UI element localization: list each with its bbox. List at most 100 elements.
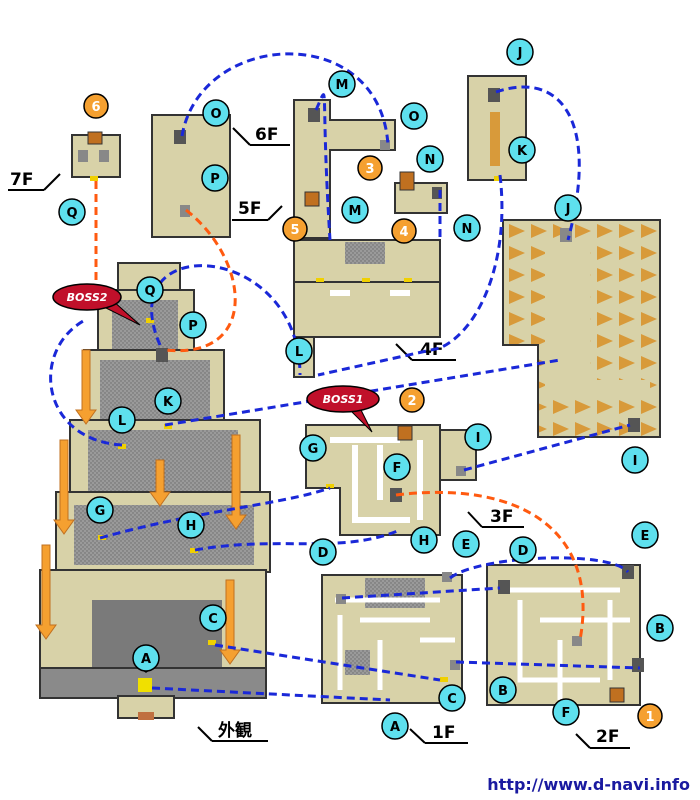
marker-E2[interactable] xyxy=(631,521,659,549)
marker-F2[interactable] xyxy=(552,698,580,726)
svg-text:B: B xyxy=(498,684,508,699)
svg-text:F: F xyxy=(562,706,571,721)
marker-G2[interactable] xyxy=(86,496,114,524)
location-markers xyxy=(58,38,674,740)
floor-label-7f: 7F xyxy=(10,170,33,190)
svg-text:Q: Q xyxy=(66,206,77,221)
svg-text:C: C xyxy=(447,692,457,707)
drop-arrows xyxy=(35,349,247,665)
floor-5f-map xyxy=(293,99,448,239)
floor-3f-map xyxy=(305,424,477,536)
marker-E1[interactable] xyxy=(452,530,480,558)
svg-text:Q: Q xyxy=(144,284,155,299)
boss-label-2: BOSS2 xyxy=(67,291,108,304)
boss-label-1: BOSS1 xyxy=(323,393,364,406)
svg-text:F: F xyxy=(393,461,402,476)
marker-J1[interactable] xyxy=(506,38,534,66)
svg-text:N: N xyxy=(425,153,436,168)
source-url[interactable]: http://www.d-navi.info xyxy=(487,775,690,794)
marker-M1[interactable] xyxy=(328,70,356,98)
marker-L1[interactable] xyxy=(285,337,313,365)
svg-text:J: J xyxy=(565,202,571,217)
boss-marker-2[interactable]: BOSS2 xyxy=(52,283,141,326)
svg-text:G: G xyxy=(308,442,319,457)
marker-F1[interactable] xyxy=(383,453,411,481)
marker-O2[interactable] xyxy=(400,102,428,130)
svg-text:H: H xyxy=(186,519,197,534)
marker-G1[interactable] xyxy=(299,434,327,462)
marker-I2[interactable] xyxy=(621,446,649,474)
marker-K1[interactable] xyxy=(508,136,536,164)
svg-text:G: G xyxy=(95,504,106,519)
svg-text:5: 5 xyxy=(290,223,299,238)
svg-text:P: P xyxy=(210,172,220,187)
svg-text:P: P xyxy=(188,319,198,334)
treasure-marker-1[interactable] xyxy=(637,703,663,729)
svg-text:3: 3 xyxy=(365,162,374,177)
svg-text:N: N xyxy=(462,222,473,237)
svg-text:K: K xyxy=(517,144,528,159)
floor-label-3f: 3F xyxy=(490,507,513,527)
marker-B2[interactable] xyxy=(489,676,517,704)
floor-4f-tower xyxy=(467,75,527,181)
marker-L2[interactable] xyxy=(108,406,136,434)
svg-text:O: O xyxy=(408,110,419,125)
marker-C1[interactable] xyxy=(199,604,227,632)
marker-M2[interactable] xyxy=(341,196,369,224)
treasure-marker-4[interactable] xyxy=(391,218,417,244)
marker-N1[interactable] xyxy=(416,145,444,173)
treasure-marker-6[interactable] xyxy=(83,93,109,119)
svg-text:I: I xyxy=(476,431,481,446)
svg-text:1: 1 xyxy=(645,710,654,725)
svg-text:4: 4 xyxy=(399,225,408,240)
svg-text:M: M xyxy=(336,78,349,93)
location-marker-labels: A A B B C C D D E E F F G G H H I I J J … xyxy=(66,46,664,735)
treasure-marker-3[interactable] xyxy=(357,155,383,181)
floor-7f-map xyxy=(71,131,121,181)
floor-4f-map xyxy=(293,239,441,378)
svg-text:E: E xyxy=(641,529,650,544)
svg-text:6: 6 xyxy=(91,100,100,115)
treasure-marker-5[interactable] xyxy=(282,216,308,242)
marker-I1[interactable] xyxy=(464,423,492,451)
marker-K2[interactable] xyxy=(154,387,182,415)
floor-label-6f: 6F xyxy=(255,125,278,145)
boss-marker-1[interactable]: BOSS1 xyxy=(306,385,380,433)
marker-D1[interactable] xyxy=(309,538,337,566)
svg-text:H: H xyxy=(419,534,430,549)
svg-text:L: L xyxy=(118,414,126,429)
floor-1f-map xyxy=(321,572,463,704)
marker-C2[interactable] xyxy=(438,684,466,712)
treasure-markers xyxy=(83,93,663,729)
floor-label-5f: 5F xyxy=(238,199,261,219)
marker-O1[interactable] xyxy=(202,99,230,127)
marker-A1[interactable] xyxy=(132,644,160,673)
svg-text:D: D xyxy=(518,544,529,559)
floor-label-2f: 2F xyxy=(596,727,619,747)
svg-text:J: J xyxy=(517,46,523,61)
marker-N2[interactable] xyxy=(453,214,481,242)
marker-Q2[interactable] xyxy=(136,276,164,304)
treasure-marker-2[interactable] xyxy=(399,387,425,413)
svg-text:E: E xyxy=(462,538,471,553)
treasure-marker-labels: 1 2 3 4 5 6 xyxy=(91,100,654,725)
arrow-tile-floor xyxy=(502,219,661,438)
svg-text:K: K xyxy=(163,395,174,410)
svg-text:L: L xyxy=(295,345,303,360)
marker-P1[interactable] xyxy=(201,164,229,192)
marker-H2[interactable] xyxy=(410,526,438,554)
marker-B1[interactable] xyxy=(646,614,674,642)
marker-H1[interactable] xyxy=(177,511,205,539)
svg-text:I: I xyxy=(633,454,638,469)
floor-label-exterior: 外観 xyxy=(218,720,252,741)
marker-A2[interactable] xyxy=(381,712,409,740)
svg-text:A: A xyxy=(390,720,400,735)
marker-D2[interactable] xyxy=(509,536,537,564)
svg-text:M: M xyxy=(349,204,362,219)
svg-text:2: 2 xyxy=(407,394,416,409)
marker-P2[interactable] xyxy=(179,311,207,339)
marker-Q1[interactable] xyxy=(58,198,86,226)
svg-text:D: D xyxy=(318,546,329,561)
marker-J2[interactable] xyxy=(554,194,582,222)
